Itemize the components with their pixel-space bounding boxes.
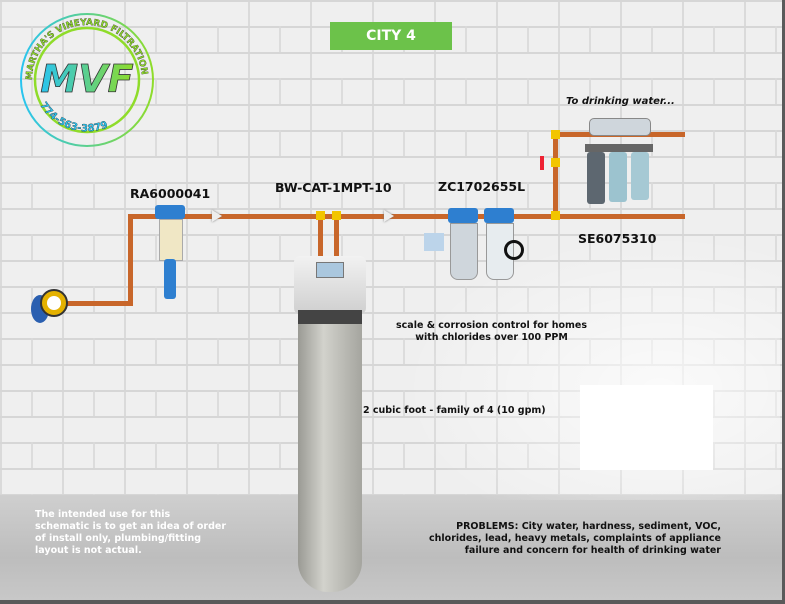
- problems-line: failure and concern for health of drinki…: [464, 545, 721, 556]
- inlet-pipe: [60, 301, 132, 306]
- inlet-riser: [128, 214, 133, 306]
- company-logo: MVF MARTHA'S VINEYARD FILTRATION LLC 774…: [12, 10, 154, 147]
- problems-line: chlorides, lead, heavy metals, complaint…: [429, 533, 721, 544]
- label-softener: BW-CAT-1MPT-10: [275, 180, 392, 195]
- tee-fitting: [551, 211, 560, 220]
- blank-panel: [580, 385, 713, 470]
- frame-border-right: [782, 0, 785, 604]
- disclaimer-line: The intended use for this: [35, 509, 171, 520]
- softener-display: [316, 262, 344, 278]
- label-twin-filter: ZC1702655L: [438, 179, 526, 194]
- label-drinking-water: To drinking water...: [566, 96, 675, 107]
- disclaimer: The intended use for this schematic is t…: [35, 509, 226, 557]
- flow-arrow-icon: [384, 210, 394, 222]
- frame-border-bottom: [0, 600, 785, 604]
- valve-fitting: [551, 158, 560, 167]
- softener-note: scale & corrosion control for homes with…: [396, 320, 587, 344]
- ro-system-device: [585, 118, 655, 206]
- elbow-fitting: [551, 130, 560, 139]
- disclaimer-line: schematic is to get an idea of order: [35, 521, 227, 532]
- concrete-floor: [0, 495, 782, 600]
- problems-note: PROBLEMS: City water, hardness, sediment…: [429, 521, 721, 557]
- note-line: with chlorides over 100 PPM: [415, 332, 568, 343]
- shutoff-valve-icon: [540, 156, 544, 170]
- note-line: scale & corrosion control for homes: [396, 320, 588, 331]
- softener-valve-head: [294, 256, 366, 314]
- svg-text:MVF: MVF: [40, 57, 133, 101]
- svg-text:774-563-3879: 774-563-3879: [37, 100, 109, 134]
- softener-collar: [298, 310, 362, 324]
- flow-arrow-icon: [212, 210, 222, 222]
- page-title: CITY 4: [330, 22, 452, 50]
- label-prefilter: RA6000041: [130, 186, 211, 201]
- label-ro: SE6075310: [578, 231, 657, 246]
- problems-line: PROBLEMS: City water, hardness, sediment…: [456, 521, 721, 532]
- softener-fitting-in: [316, 211, 325, 220]
- sizing-note: 2 cubic foot - family of 4 (10 gpm): [363, 405, 546, 416]
- disclaimer-line: of install only, plumbing/fitting: [35, 533, 202, 544]
- main-pipe: [128, 214, 685, 219]
- softener-fitting-out: [332, 211, 341, 220]
- disclaimer-line: layout is not actual.: [35, 545, 142, 556]
- water-meter-icon: [31, 289, 68, 323]
- twin-filter-device: [422, 208, 532, 283]
- softener-pipe-out: [334, 214, 339, 264]
- softener-pipe-in: [318, 214, 323, 264]
- prefilter-device: [155, 205, 185, 300]
- ro-branch-riser: [553, 134, 558, 218]
- softener-tank: [298, 310, 362, 592]
